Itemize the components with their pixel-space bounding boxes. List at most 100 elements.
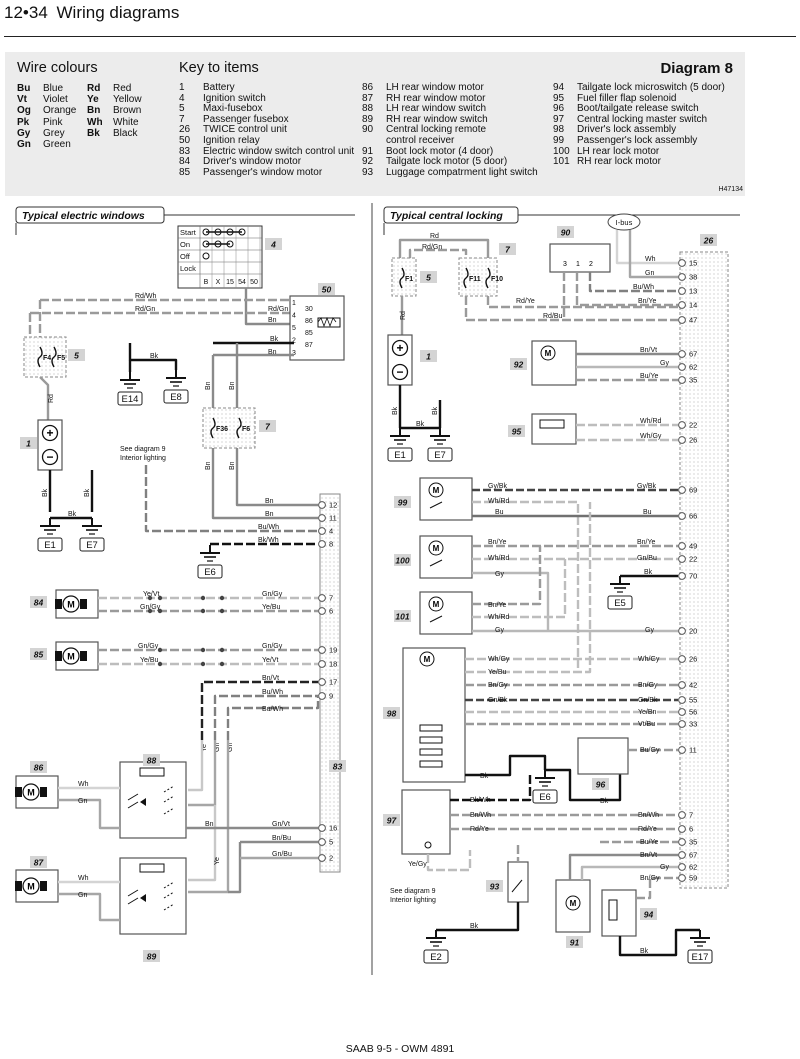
wire-label: Rd/Gn (422, 244, 442, 251)
relay-pin: 1 (292, 300, 296, 307)
key-item-label: Boot lock motor (4 door) (386, 145, 494, 157)
earth-symbol: E1 (37, 518, 63, 552)
pin-number: 4 (329, 527, 333, 536)
key-item-number: 89 (362, 113, 374, 125)
terminal-pin (678, 436, 686, 444)
key-item-number: 1 (179, 82, 185, 93)
item-tag-bg (20, 437, 37, 449)
item-number: 100 (395, 556, 409, 566)
fuse-label: F4 (43, 355, 51, 362)
earth-symbol: E6 (197, 545, 223, 579)
colour-code: Pk (17, 116, 30, 128)
wire (615, 230, 678, 265)
wire-label: Ye (201, 744, 208, 752)
item-tag-bg (592, 778, 609, 790)
colour-name: Grey (43, 127, 65, 139)
fuse-box-outline (23, 336, 67, 378)
terminal-pin (678, 655, 686, 663)
item-number: 7 (265, 422, 271, 432)
wire-label: Bu/Ye (640, 839, 659, 846)
item-tag-bg (640, 908, 657, 920)
wire-label: Bu (495, 509, 504, 516)
item-tag-bg (557, 226, 574, 238)
key-item-label: Driver's lock assembly (577, 124, 677, 136)
colour-code: Og (17, 105, 31, 117)
ignition-col-label: 15 (226, 279, 234, 286)
wire (188, 805, 217, 882)
page-title: Wiring diagrams (56, 3, 180, 22)
item-tag-bg (499, 243, 516, 255)
wire-label: Bn (229, 381, 236, 390)
wire (628, 230, 678, 279)
key-item-label: Tailgate lock motor (5 door) (386, 156, 508, 168)
item-number: 88 (147, 756, 157, 766)
item-tag-bg (68, 349, 85, 361)
relay-terminal: 87 (305, 342, 313, 349)
key-item-label: Driver's window motor (203, 156, 302, 168)
key-to-items-title: Key to items (179, 60, 259, 76)
key-item-label: Central locking master switch (577, 113, 708, 125)
ignition-col-label: 54 (238, 279, 246, 286)
wire-label: Bk (270, 336, 279, 343)
wire-label: Bn/Bu (272, 835, 291, 842)
key-item-number: 100 (553, 145, 570, 157)
earth-symbol: E5 (607, 576, 633, 610)
contact-circle (202, 252, 210, 260)
key-item-number: 94 (553, 82, 565, 93)
item-number: 1 (26, 439, 31, 449)
wire-label: Ye/Vt (262, 657, 279, 664)
pin-number: 69 (689, 486, 697, 495)
fuse-symbol (51, 346, 57, 368)
wire-label: Bk (416, 421, 425, 428)
battery-plus-circle (41, 424, 59, 442)
key-item-label: Battery (203, 82, 235, 93)
item-tag-bg (420, 271, 437, 283)
terminal-pin (678, 512, 686, 520)
item-number: 91 (570, 938, 580, 948)
colour-name: Pink (43, 116, 63, 128)
wire-label: Rd/Bu (543, 313, 563, 320)
switch-contact (429, 501, 443, 509)
led-symbol (140, 798, 146, 806)
key-item-number: 92 (362, 156, 374, 168)
wire-label: Gn/Bu (637, 555, 657, 562)
wire (226, 696, 320, 740)
motor-brush (80, 651, 87, 661)
pin-number: 55 (689, 696, 697, 705)
wire-label: Bu/Ye (640, 373, 659, 380)
colour-code: Rd (87, 83, 101, 94)
key-item-number: 90 (362, 124, 374, 136)
wire-label: Bn (265, 498, 274, 505)
reference-code: H47134 (718, 186, 743, 193)
earth-label: E7 (434, 450, 446, 461)
wire-label: Bu/Gy (640, 747, 660, 754)
motor-symbol: M (570, 899, 577, 908)
key-item-label: RH rear window motor (386, 92, 486, 104)
wire-label: Vt/Bu (638, 721, 655, 728)
wire-label: Gy (660, 360, 669, 367)
fuse-label: F1 (405, 276, 413, 283)
wire-label: Rd/Wh (135, 293, 157, 300)
terminal-pin (678, 874, 686, 882)
wire (188, 740, 230, 894)
earth-label-box (197, 564, 223, 579)
fuse-label: F36 (216, 426, 228, 433)
terminal-pin (678, 555, 686, 563)
item-tag-bg (420, 350, 437, 362)
key-item-number: 86 (362, 82, 374, 93)
item-number: 92 (514, 360, 524, 370)
wire-label: Gn (78, 798, 87, 805)
wire (472, 571, 550, 631)
junction-dot (200, 661, 206, 667)
pin-number: 22 (689, 421, 697, 430)
switch-box (402, 647, 466, 783)
wire-label: See diagram 9 (120, 446, 166, 453)
wire-label: Rd/Ye (516, 298, 535, 305)
colour-name: Orange (43, 105, 77, 117)
wire-label: Bk (644, 569, 653, 576)
wire-label: Gn (645, 270, 654, 277)
